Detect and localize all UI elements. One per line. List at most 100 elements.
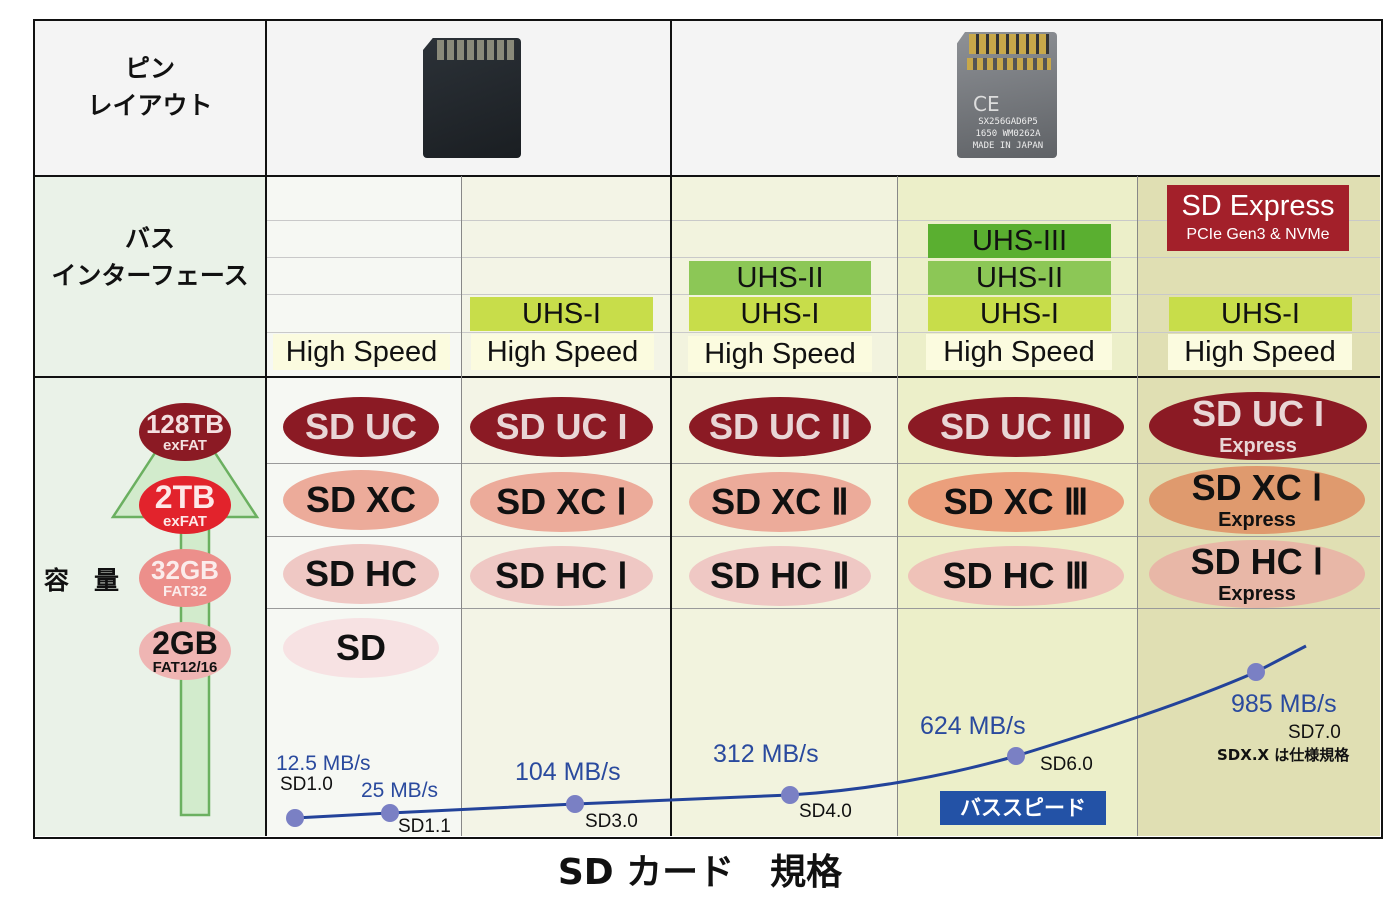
card-sd-uc-2: SD UC II	[689, 397, 871, 457]
speed-point-sd3-0	[566, 795, 584, 813]
card-sd-hc: SD HC	[283, 544, 439, 604]
pin-layout-label: ピン レイアウト	[34, 50, 266, 124]
card-label: SD UC III	[939, 406, 1092, 447]
pin-row	[969, 34, 1049, 54]
speed-label-985: 985 MB/s	[1231, 690, 1337, 718]
card-express-label: Express	[1218, 583, 1296, 605]
card-sd-hc-1: SD HC Ⅰ	[470, 546, 653, 606]
card-print-line1: SX256GAD6P5	[978, 117, 1038, 127]
card-label: SD UC	[304, 406, 417, 447]
capacity-row-line	[266, 608, 1380, 609]
version-label-sd1-0: SD1.0	[280, 774, 333, 795]
card-sd-xc-2: SD XC Ⅱ	[689, 472, 871, 532]
card-sd-hc-2: SD HC Ⅱ	[689, 546, 871, 606]
capacity-2gb-badge: 2GB FAT12/16	[139, 622, 231, 680]
sd-card-photo-uhs: CE SX256GAD6P5 1650 WM0262A MADE IN JAPA…	[957, 32, 1057, 158]
capacity-size: 32GB	[151, 555, 219, 585]
card-label: SD XC	[305, 479, 417, 520]
capacity-label: 容 量	[44, 566, 120, 595]
bus-tag-high-speed: High Speed	[1168, 334, 1352, 370]
bus-interface-label-line2: インターフェース	[51, 261, 249, 290]
capacity-filesystem: FAT12/16	[152, 659, 218, 676]
version-label-sd4-0: SD4.0	[799, 801, 852, 822]
bus-tag-uhs1: UHS-I	[1169, 297, 1352, 331]
card-label: SD UC I	[1191, 393, 1324, 434]
sd-express-box: SD Express PCIe Gen3 & NVMe	[1167, 185, 1349, 251]
grid-vline	[1137, 176, 1138, 836]
capacity-128tb-badge: 128TB exFAT	[139, 403, 231, 461]
capacity-2tb-badge: 2TB exFAT	[139, 476, 231, 534]
speed-label-624: 624 MB/s	[920, 712, 1026, 740]
card-sd-hc-1-express: SD HC Ⅰ Express	[1149, 540, 1365, 608]
grid-vline	[265, 20, 267, 836]
bus-row-line	[266, 332, 1380, 333]
bus-interface-label-line1: バス	[124, 224, 175, 253]
capacity-size: 2GB	[152, 625, 218, 661]
pin-layout-label-line1: ピン	[124, 54, 175, 83]
card-sd: SD	[283, 618, 439, 678]
bus-tag-uhs1: UHS-I	[689, 297, 871, 331]
speed-label-312: 312 MB/s	[713, 740, 819, 768]
grid-vline	[461, 176, 462, 836]
capacity-32gb-badge: 32GB FAT32	[139, 549, 231, 607]
bus-tag-high-speed: High Speed	[688, 336, 872, 372]
grid-vline	[670, 20, 672, 836]
speed-line	[294, 644, 1307, 820]
bus-interface-label: バス インターフェース	[34, 220, 266, 294]
card-label: SD XC Ⅲ	[943, 481, 1089, 522]
bus-tag-high-speed: High Speed	[273, 334, 450, 370]
bus-row-line	[266, 257, 1380, 258]
version-label-sd6-0: SD6.0	[1040, 754, 1093, 775]
card-express-label: Express	[1218, 509, 1296, 531]
speed-point-sd1-1	[381, 804, 399, 822]
bus-tag-uhs1: UHS-I	[928, 297, 1111, 331]
bus-tag-uhs3: UHS-III	[928, 224, 1111, 258]
card-label: SD UC II	[708, 406, 851, 447]
version-note: SDX.X は仕様規格	[1217, 746, 1350, 764]
capacity-size: 128TB	[145, 409, 225, 439]
grid-outer-border	[33, 19, 1383, 839]
capacity-filesystem: FAT32	[163, 583, 207, 600]
card-sd-uc-1: SD UC I	[470, 397, 653, 457]
speed-point-sd4-0	[781, 786, 799, 804]
card-label: SD HC Ⅰ	[1190, 541, 1324, 582]
bus-speed-badge: バススピード	[940, 791, 1106, 825]
bus-tag-uhs1: UHS-I	[470, 297, 653, 331]
card-label: SD HC Ⅰ	[495, 555, 628, 596]
speed-point-sd1-0	[286, 809, 304, 827]
card-label: SD HC	[304, 553, 417, 594]
capacity-filesystem: exFAT	[163, 437, 207, 454]
bus-tag-uhs2: UHS-II	[689, 261, 871, 295]
card-label: SD HC Ⅲ	[942, 555, 1090, 596]
card-label: SD UC I	[495, 406, 628, 447]
card-print-text: SX256GAD6P5 1650 WM0262A MADE IN JAPAN	[963, 116, 1053, 152]
sd-express-title: SD Express	[1181, 190, 1335, 222]
speed-label-104: 104 MB/s	[515, 758, 621, 786]
capacity-row-line	[266, 536, 1380, 537]
card-print-line3: MADE IN JAPAN	[972, 141, 1044, 151]
capacity-row-line	[266, 463, 1380, 464]
card-sd-uc: SD UC	[283, 397, 439, 457]
card-sd-xc-3: SD XC Ⅲ	[908, 472, 1124, 532]
card-label: SD XC Ⅱ	[711, 481, 849, 522]
version-label-sd3-0: SD3.0	[585, 811, 638, 832]
sd-card-photo-standard	[423, 38, 521, 158]
speed-point-sd6-0	[1007, 747, 1025, 765]
card-sd-uc-1-express: SD UC I Express	[1149, 392, 1367, 460]
card-label: SD HC Ⅱ	[710, 555, 850, 596]
capacity-filesystem: exFAT	[163, 513, 207, 530]
page-title: SD カード 規格	[557, 852, 843, 893]
grid-hline	[34, 175, 1380, 177]
version-label-sd7-0: SD7.0	[1288, 722, 1341, 743]
card-sd-xc: SD XC	[283, 470, 439, 530]
card-express-label: Express	[1219, 435, 1297, 457]
capacity-size: 2TB	[154, 479, 216, 515]
card-label: SD	[335, 627, 386, 668]
ce-mark: CE	[973, 92, 1000, 116]
card-print-line2: 1650 WM0262A	[975, 129, 1041, 139]
pin-row	[967, 58, 1051, 70]
bus-tag-uhs2: UHS-II	[928, 261, 1111, 295]
pin-layout-label-line2: レイアウト	[87, 91, 213, 120]
speed-point-sd7-0	[1247, 663, 1265, 681]
